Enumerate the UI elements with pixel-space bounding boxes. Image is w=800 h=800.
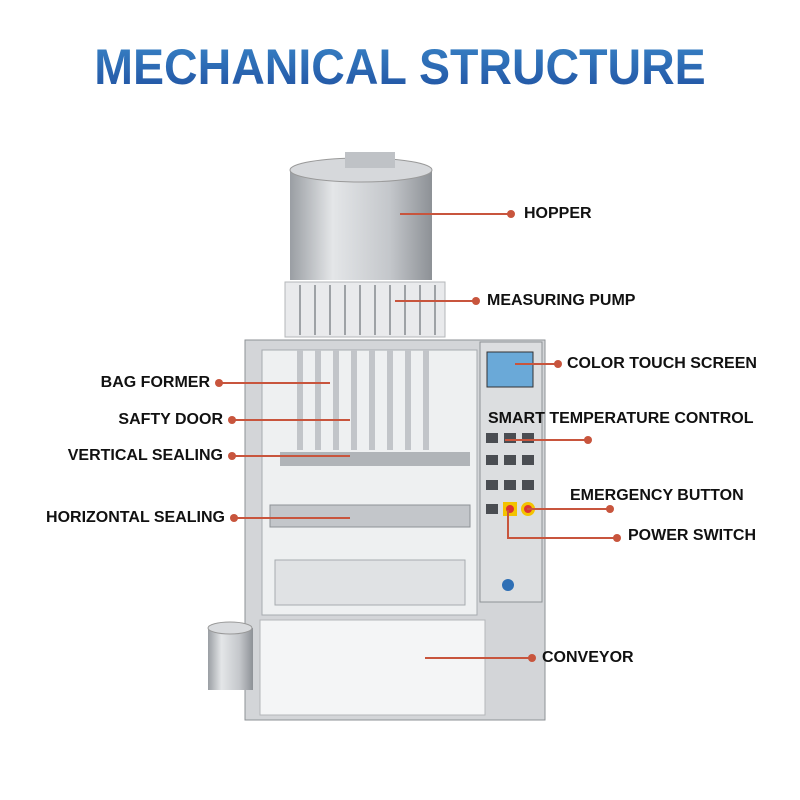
label-smart-temperature-control: SMART TEMPERATURE CONTROL [488, 410, 754, 427]
label-measuring-pump: MEASURING PUMP [487, 292, 636, 309]
label-safty-door: SAFTY DOOR [118, 411, 223, 428]
label-horizontal-sealing: HORIZONTAL SEALING [46, 509, 225, 526]
label-emergency-button: EMERGENCY BUTTON [570, 487, 744, 504]
conveyor [207, 621, 253, 690]
label-power-switch: POWER SWITCH [628, 527, 756, 544]
label-vertical-sealing: VERTICAL SEALING [67, 447, 223, 464]
page-title: MECHANICAL STRUCTURE [28, 38, 772, 96]
label-color-touch-screen: COLOR TOUCH SCREEN [567, 355, 757, 372]
callout-dots [215, 210, 621, 662]
label-conveyor: CONVEYOR [542, 649, 634, 666]
control-panel [479, 341, 543, 603]
label-bag-former: BAG FORMER [100, 374, 210, 391]
measuring-pump [284, 281, 446, 338]
hopper [289, 152, 433, 280]
label-hopper: HOPPER [524, 205, 592, 222]
callout-lines [219, 213, 617, 659]
